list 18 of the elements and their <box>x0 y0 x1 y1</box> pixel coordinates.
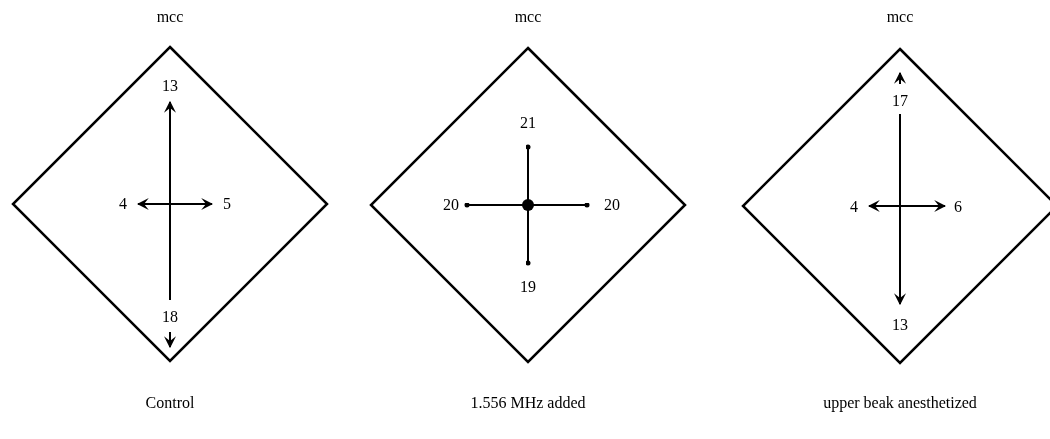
value-label: 17 <box>892 92 908 110</box>
panel-caption: 1.556 MHz added <box>469 393 587 413</box>
value-label: 4 <box>119 195 127 213</box>
axis-heading: mcc <box>156 8 184 26</box>
value-label: 6 <box>954 198 962 216</box>
axis-heading: mcc <box>886 8 914 26</box>
panel-caption: Control <box>144 393 196 413</box>
axis-heading: mcc <box>514 8 542 26</box>
value-label: 18 <box>162 308 178 326</box>
value-label: 20 <box>443 196 459 214</box>
value-label: 20 <box>604 196 620 214</box>
value-label: 21 <box>520 114 536 132</box>
value-label: 13 <box>892 316 908 334</box>
value-label: 5 <box>223 195 231 213</box>
value-label: 4 <box>850 198 858 216</box>
panel-caption: upper beak anesthetized <box>822 393 978 414</box>
value-label: 19 <box>520 278 536 296</box>
value-label: 13 <box>162 77 178 95</box>
